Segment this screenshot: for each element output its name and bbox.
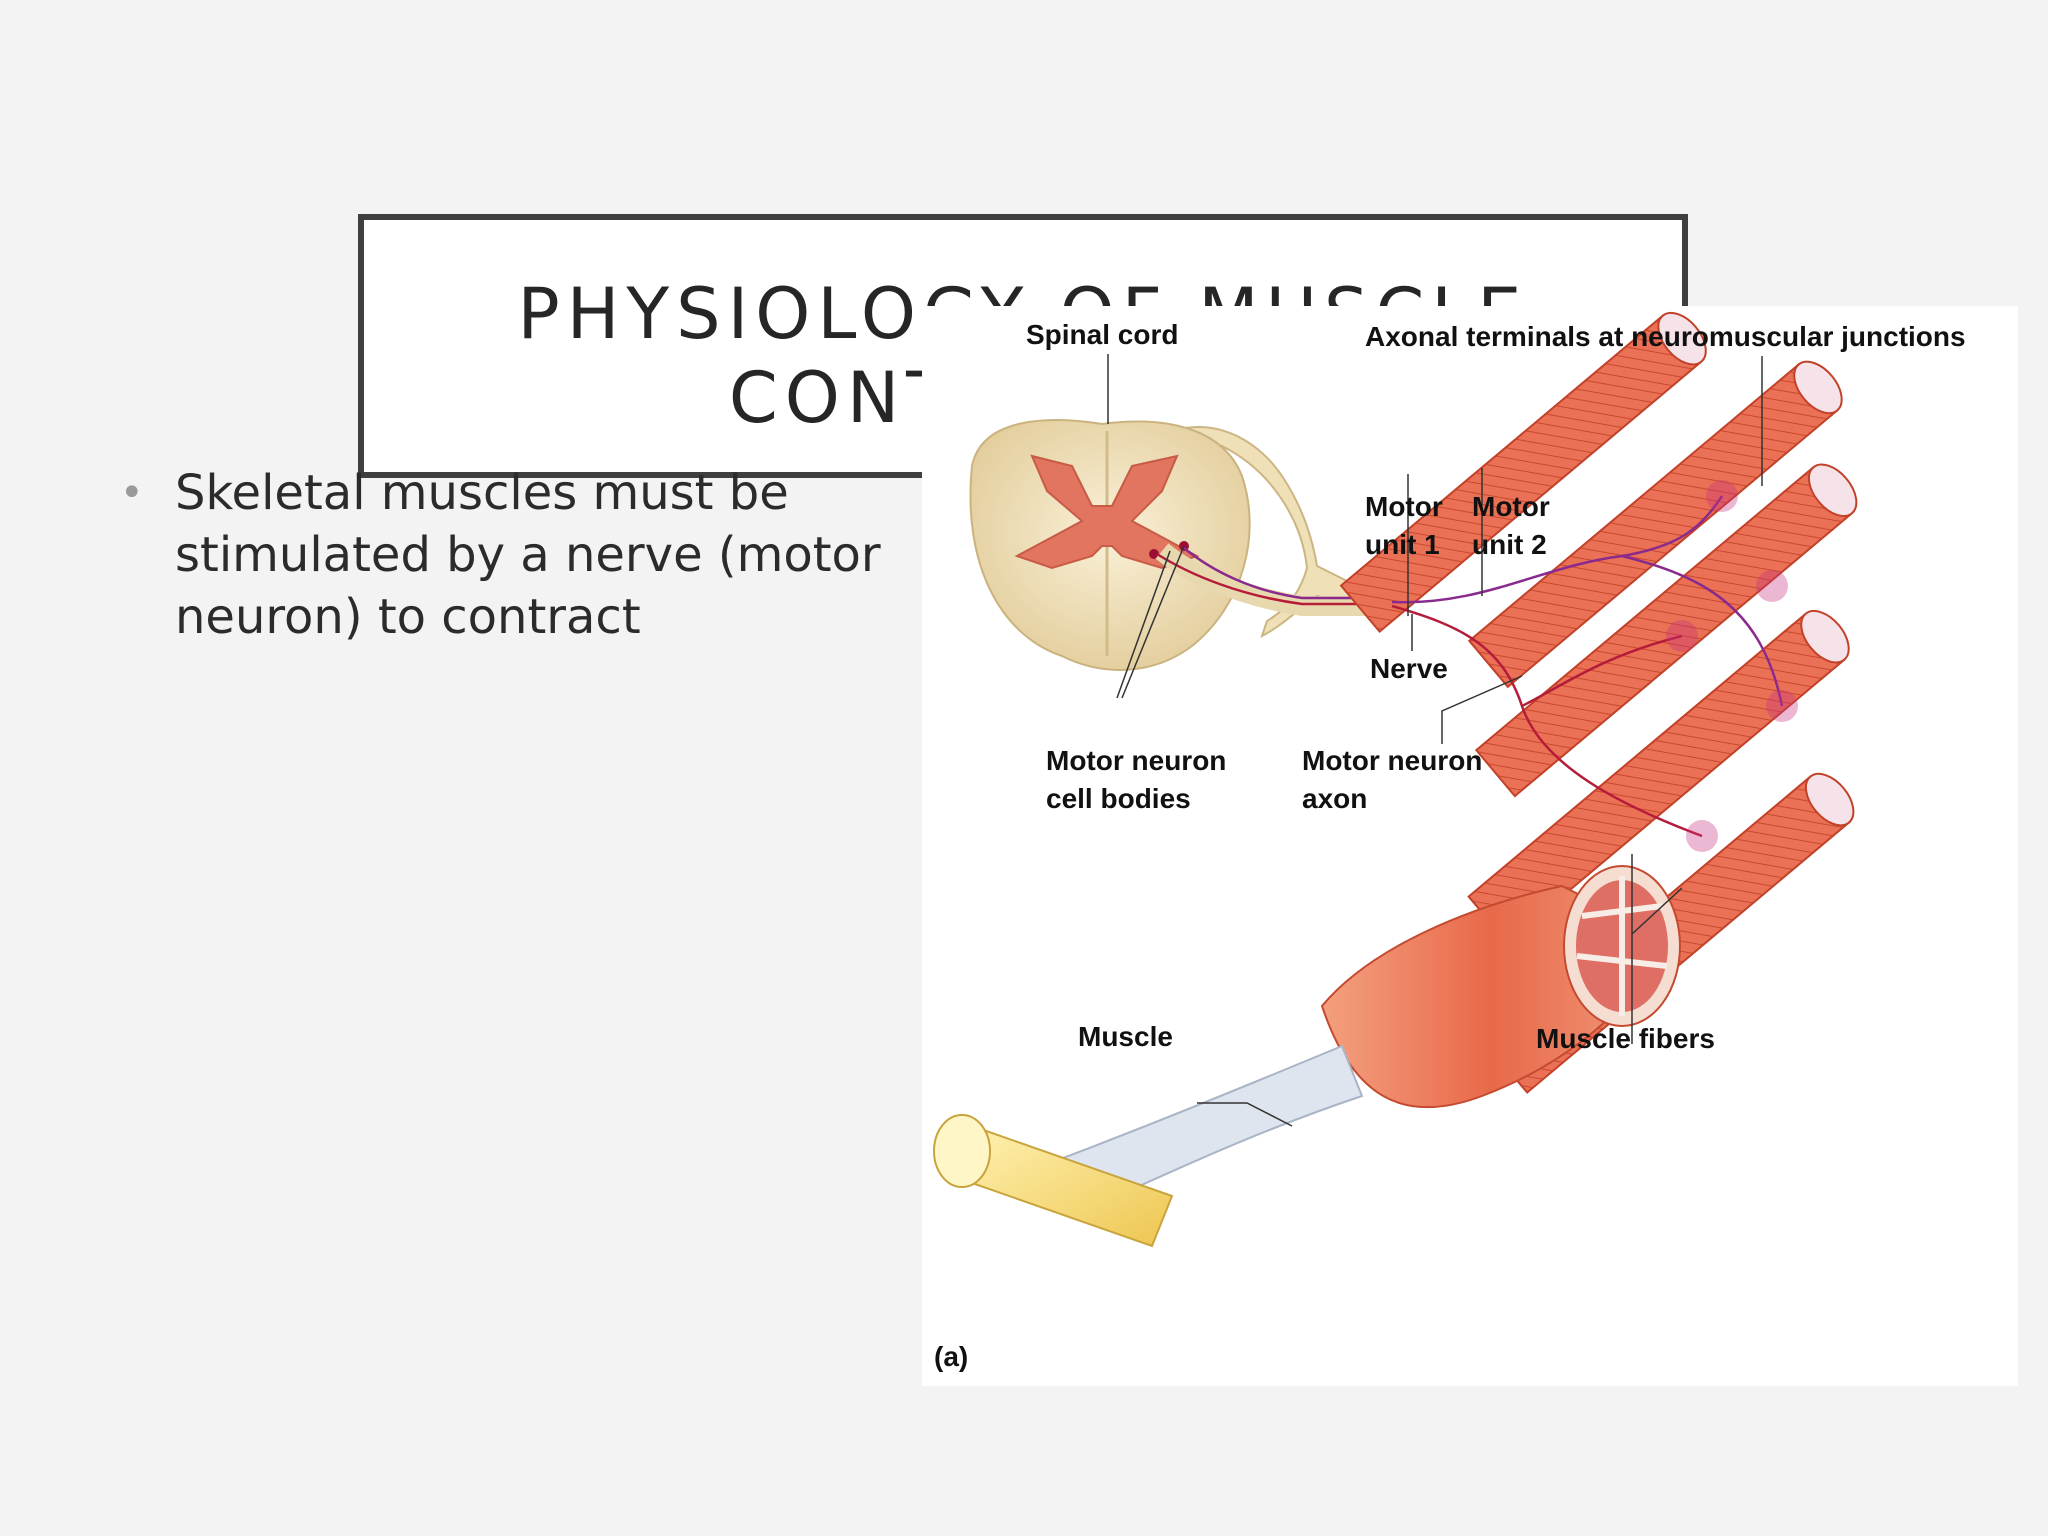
label-axonal-terminals: Axonal terminals at neuromuscular juncti…: [1365, 321, 1966, 352]
label-motor-unit-1: Motor unit 1: [1365, 491, 1443, 560]
label-motor-neuron-axon: Motor neuron axon: [1302, 745, 1483, 814]
label-spinal-cord: Spinal cord: [1026, 319, 1179, 350]
label-muscle-fibers: Muscle fibers: [1536, 1023, 1715, 1054]
bullet-text: Skeletal muscles must be stimulated by a…: [175, 465, 881, 645]
bullet-marker: •: [120, 470, 144, 516]
motor-unit-1-axon: [1391, 604, 1703, 838]
label-motor-unit-2: Motor unit 2: [1472, 491, 1550, 560]
label-motor-neuron-cell-bodies: Motor neuron cell bodies: [1046, 745, 1227, 814]
motor-unit-figure: Spinal cord Axonal terminals at neuromus…: [922, 306, 2018, 1386]
label-panel-a: (a): [934, 1341, 969, 1372]
muscle-belly-drawing: [1320, 865, 1681, 1109]
label-muscle: Muscle: [1078, 1021, 1173, 1052]
label-nerve: Nerve: [1370, 653, 1448, 684]
motor-unit-2-axon: [1391, 495, 1724, 604]
motor-unit-illustration: [933, 311, 1858, 1248]
spinal-cord-drawing: [969, 419, 1384, 671]
tendon-bone-drawing: [933, 1044, 1364, 1248]
motor-unit-2-branch: [1621, 554, 1784, 707]
neuromuscular-junctions-drawing: [1666, 480, 1798, 852]
leader-lines: [1107, 354, 1763, 1127]
motor-unit-1-branch: [1521, 634, 1683, 708]
